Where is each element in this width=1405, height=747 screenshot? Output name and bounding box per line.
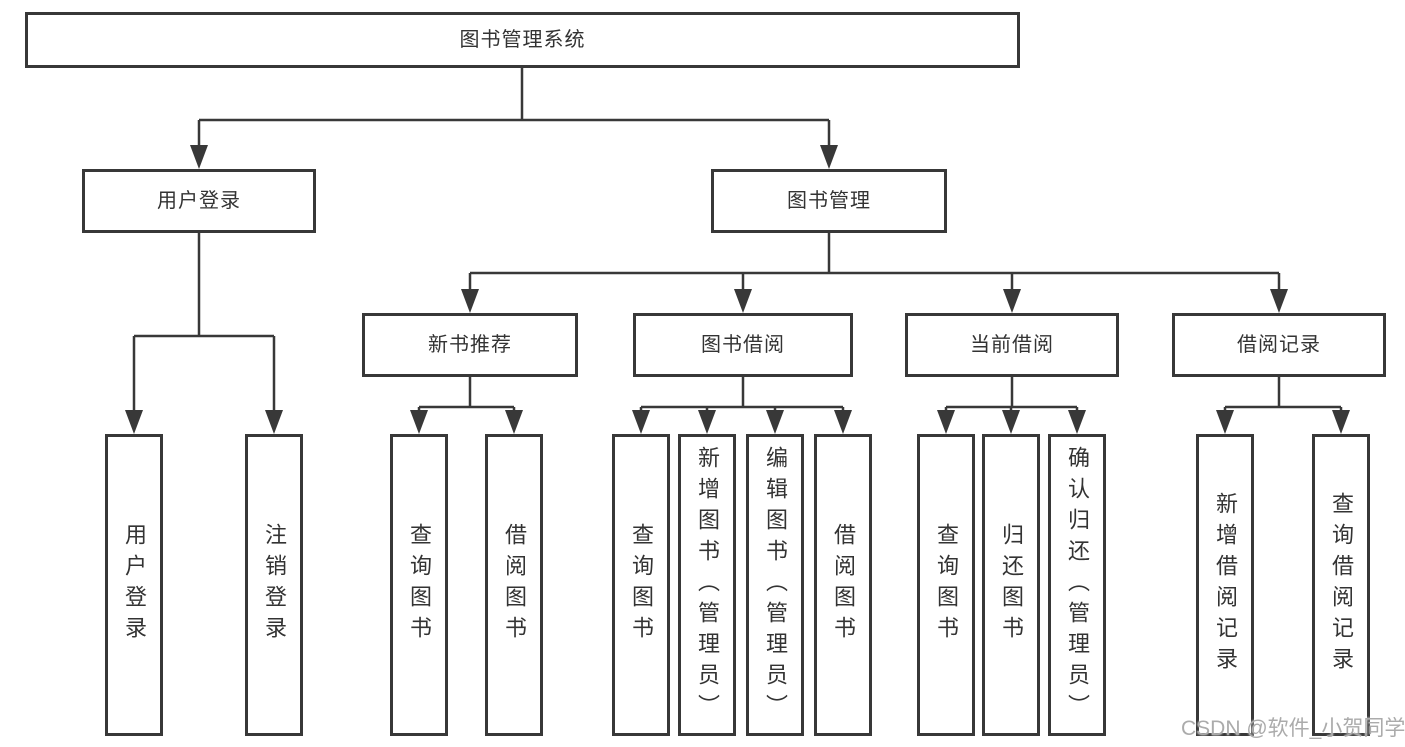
arrowhead xyxy=(734,289,752,313)
arrowhead xyxy=(190,145,208,169)
csdn-watermark: CSDN @软件_小贺同学 xyxy=(1181,717,1405,740)
leaf-query-books-borrow: 查询图书 xyxy=(612,434,670,736)
leaf-query-books-recommend: 查询图书 xyxy=(390,434,448,736)
leaf-query-borrow-record: 查询借阅记录 xyxy=(1312,434,1370,736)
arrowhead xyxy=(410,410,428,434)
arrowhead xyxy=(937,410,955,434)
leaf-user-login: 用户登录 xyxy=(105,434,163,736)
node-root: 图书管理系统 xyxy=(25,12,1020,68)
arrowhead xyxy=(125,410,143,434)
leaf-edit-book-admin: 编辑图书（管理员） xyxy=(746,434,804,736)
arrowhead xyxy=(820,145,838,169)
leaf-confirm-return-admin: 确认归还（管理员） xyxy=(1048,434,1106,736)
leaf-add-book-admin: 新增图书（管理员） xyxy=(678,434,736,736)
leaf-add-borrow-record: 新增借阅记录 xyxy=(1196,434,1254,736)
leaf-borrow-books: 借阅图书 xyxy=(814,434,872,736)
node-borrow-records: 借阅记录 xyxy=(1172,313,1386,377)
node-book-management: 图书管理 xyxy=(711,169,947,233)
node-user-login: 用户登录 xyxy=(82,169,316,233)
arrowhead xyxy=(505,410,523,434)
arrowhead xyxy=(698,410,716,434)
node-book-borrow: 图书借阅 xyxy=(633,313,853,377)
arrowhead xyxy=(632,410,650,434)
arrowhead xyxy=(1332,410,1350,434)
arrowhead xyxy=(461,289,479,313)
arrowhead xyxy=(1002,410,1020,434)
leaf-return-books: 归还图书 xyxy=(982,434,1040,736)
node-current-borrow: 当前借阅 xyxy=(905,313,1119,377)
arrowhead xyxy=(1068,410,1086,434)
arrowhead xyxy=(766,410,784,434)
node-new-book-recommend: 新书推荐 xyxy=(362,313,578,377)
leaf-borrow-books-recommend: 借阅图书 xyxy=(485,434,543,736)
leaf-query-books-current: 查询图书 xyxy=(917,434,975,736)
arrowhead xyxy=(1216,410,1234,434)
arrowhead xyxy=(265,410,283,434)
leaf-logout: 注销登录 xyxy=(245,434,303,736)
arrowhead xyxy=(834,410,852,434)
arrowhead xyxy=(1003,289,1021,313)
arrowhead xyxy=(1270,289,1288,313)
